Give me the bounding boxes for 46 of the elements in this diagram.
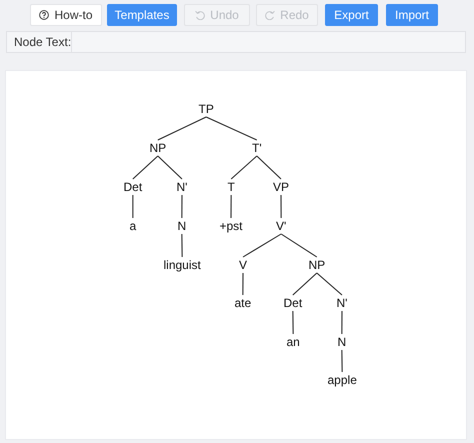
branch-line [280, 234, 318, 258]
disabled-button: Redo [256, 4, 318, 26]
node-label: V [239, 258, 248, 272]
help-button: How-to [30, 4, 102, 26]
node-label: T' [252, 141, 262, 155]
node-label: VP [273, 180, 290, 194]
branch-line [230, 194, 232, 218]
node-label: +pst [220, 219, 243, 233]
branch-line [206, 116, 258, 140]
node-label: linguist [164, 258, 201, 272]
node-label: N' [336, 296, 348, 310]
branch-line [242, 234, 282, 258]
disabled-button: Undo [184, 4, 250, 26]
node-label: NP [308, 258, 326, 272]
node-label: Det [124, 180, 142, 194]
action-button: Import [386, 4, 438, 26]
branch-line [280, 194, 282, 218]
branch-line [132, 194, 134, 218]
node-label: an [286, 335, 300, 349]
branch-line [132, 156, 158, 180]
node-label: T [228, 180, 235, 194]
branch-line [292, 272, 318, 296]
node-label: N [178, 219, 186, 233]
node-label: NP [150, 141, 166, 155]
node-label: N [338, 335, 346, 349]
branch-line [316, 272, 342, 296]
node-label: a [130, 219, 136, 233]
branch-line [230, 156, 258, 180]
action-button: Export [325, 4, 378, 26]
branch-line [292, 310, 294, 334]
node-label: TP [198, 102, 214, 116]
node-label: apple [328, 373, 357, 387]
branch-line [157, 156, 182, 180]
branch-line [341, 310, 342, 334]
field-label: Node Text: [6, 31, 72, 53]
node-label: ate [234, 296, 252, 310]
node-label: Det [284, 296, 302, 310]
node-label: N' [176, 180, 188, 194]
action-button: Templates [107, 4, 177, 26]
branch-line [157, 116, 207, 140]
branch-line [256, 156, 282, 180]
branch-line [242, 272, 244, 296]
branch-line [181, 234, 183, 258]
node-label: V' [276, 219, 286, 233]
branch-line [341, 350, 343, 372]
branch-line [181, 194, 182, 218]
